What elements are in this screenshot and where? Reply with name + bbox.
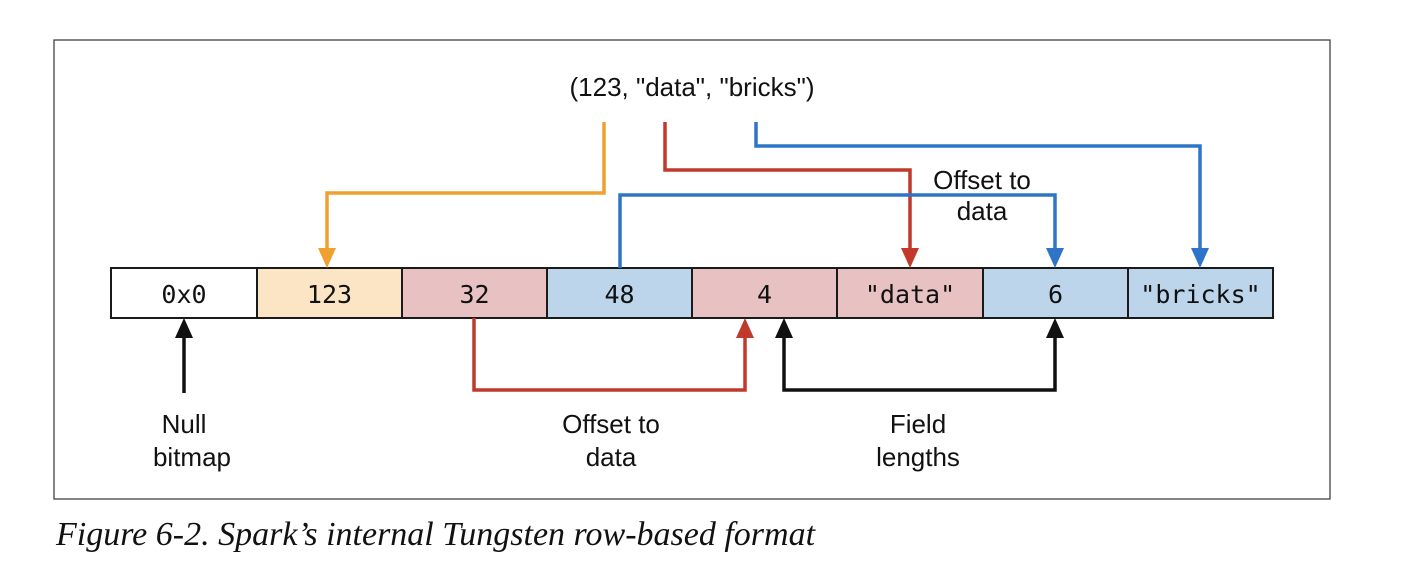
- cell-null-bitmap: 0x0: [110, 267, 258, 319]
- cell-text: "data": [865, 280, 955, 309]
- row-cells: 0x0 123 32 48 4 "data" 6 "bricks": [110, 267, 1274, 319]
- cell-text: 0x0: [161, 280, 206, 309]
- cell-length-4: 4: [691, 267, 838, 319]
- cell-box: [546, 267, 693, 319]
- connector-offset-48: [618, 193, 1057, 268]
- cell-data-string: "data": [836, 267, 984, 319]
- connector-field-lengths: [782, 334, 1057, 392]
- cell-text: "bricks": [1140, 280, 1260, 309]
- cell-box: [982, 267, 1129, 319]
- arrowhead-field-length-4: [775, 318, 793, 338]
- cell-box: [256, 267, 403, 319]
- cell-box: [1127, 267, 1274, 319]
- cell-length-6: 6: [982, 267, 1129, 319]
- cell-text: 4: [757, 280, 772, 309]
- cell-text: 6: [1048, 280, 1063, 309]
- arrowhead-null-bitmap: [175, 318, 193, 338]
- null-bitmap-label-line2: bitmap: [153, 442, 231, 472]
- field-lengths-label-line1: Field: [890, 409, 946, 439]
- cell-text: 48: [604, 280, 634, 309]
- offset-top-label-line2: data: [957, 196, 1008, 226]
- connector-bricks: [754, 122, 1202, 252]
- offset-bottom-label-line2: data: [586, 442, 637, 472]
- cell-text: 123: [307, 280, 352, 309]
- cell-value-123: 123: [256, 267, 403, 319]
- figure-caption: Figure 6-2. Spark’s internal Tungsten ro…: [55, 516, 817, 553]
- connector-123: [325, 122, 606, 252]
- cell-text: 32: [459, 280, 489, 309]
- cell-offset-48: 48: [546, 267, 693, 319]
- cell-box: [110, 267, 258, 319]
- cell-box: [836, 267, 984, 319]
- null-bitmap-label-line1: Null: [162, 409, 207, 439]
- cell-box: [691, 267, 838, 319]
- arrowhead-offset-48: [1046, 248, 1064, 268]
- offset-bottom-label-line1: Offset to: [562, 409, 660, 439]
- connector-data: [663, 122, 912, 252]
- arrowhead-offset-32: [736, 318, 754, 338]
- arrowhead-123: [318, 248, 336, 268]
- field-lengths-label-line2: lengths: [876, 442, 960, 472]
- connector-offset-32: [472, 318, 747, 392]
- cell-bricks-string: "bricks": [1127, 267, 1274, 319]
- offset-top-label-line1: Offset to: [933, 165, 1031, 195]
- tuple-label: (123, "data", "bricks"): [569, 72, 814, 102]
- arrowhead-field-length-6: [1046, 318, 1064, 338]
- arrowhead-data: [901, 248, 919, 268]
- arrowhead-bricks: [1191, 248, 1209, 268]
- cell-offset-32: 32: [401, 267, 548, 319]
